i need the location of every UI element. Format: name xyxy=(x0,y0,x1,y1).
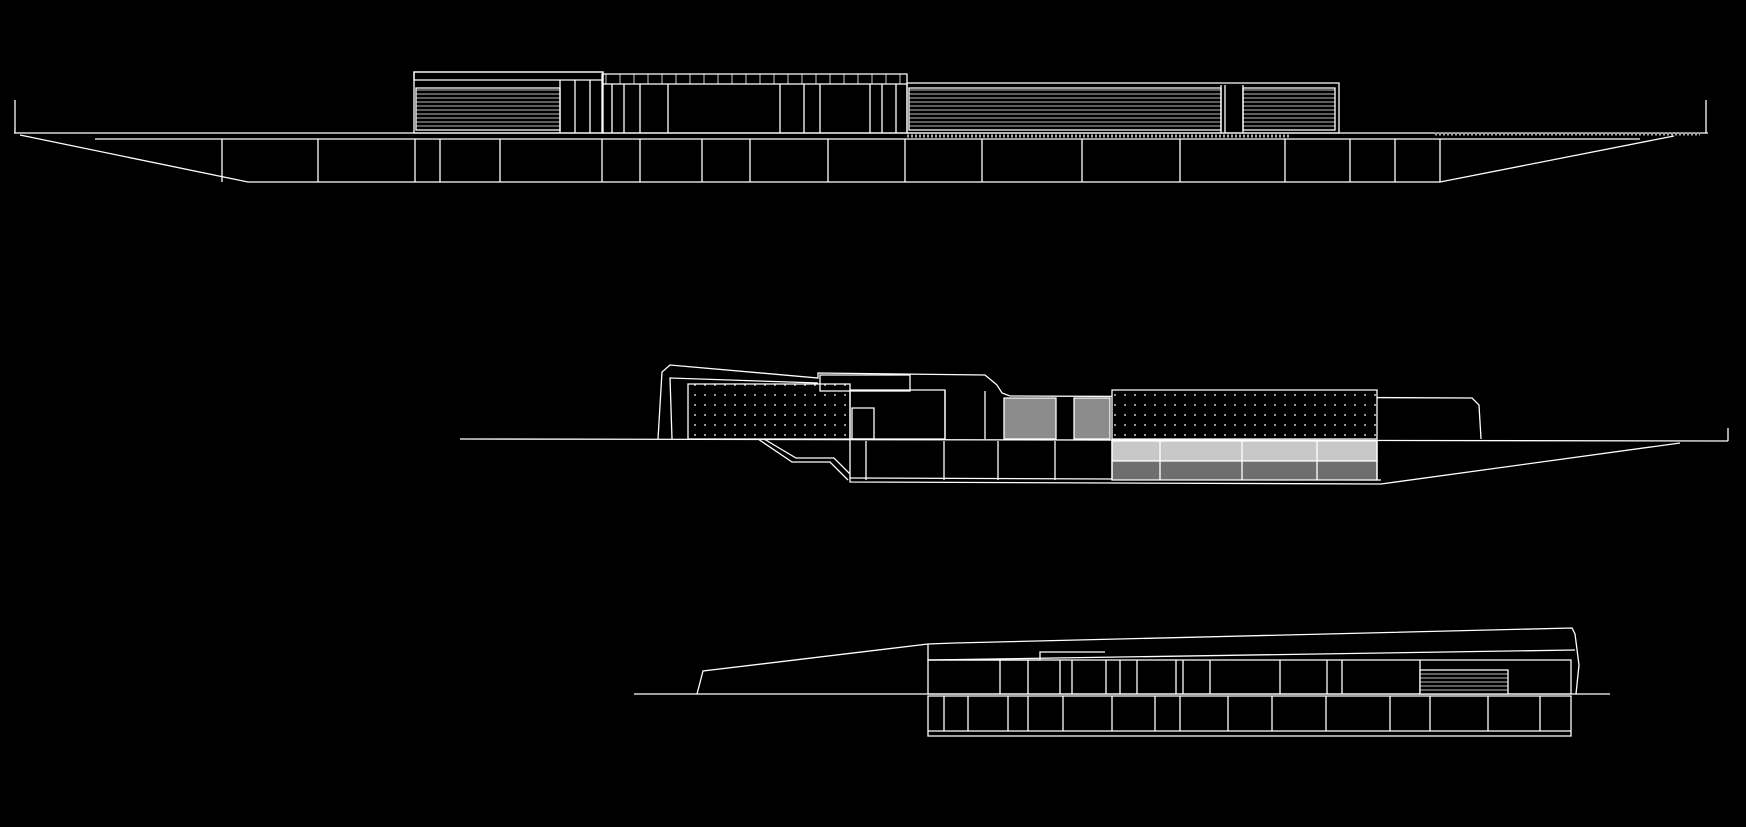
volume-right-louvers xyxy=(909,88,1221,130)
door xyxy=(852,408,874,439)
ground-line-middle xyxy=(460,439,1728,441)
stair-middle xyxy=(758,439,848,480)
panel-dotted-left xyxy=(688,384,850,439)
volume-left-cornice xyxy=(414,72,603,80)
roof-outline-middle xyxy=(658,365,1481,439)
central-block-top xyxy=(820,375,910,391)
roof-inner-middle xyxy=(670,378,818,439)
volume-left-louvers xyxy=(416,88,560,130)
basement-outline-top xyxy=(20,135,1674,182)
right-volume-fins xyxy=(560,80,1243,133)
grey-panel-1 xyxy=(1004,398,1056,439)
volume-right-louvers-end xyxy=(1243,88,1335,130)
roof-outline-bottom xyxy=(697,628,1579,694)
basement-columns-middle xyxy=(866,441,1377,480)
basement-grey-lower xyxy=(1112,461,1377,480)
window-box xyxy=(1420,670,1508,694)
roof-edge-mid xyxy=(928,650,1575,660)
bottom-mullions xyxy=(1000,660,1420,694)
basement-columns-bottom xyxy=(944,696,1540,731)
volume-right xyxy=(907,83,1339,133)
body-bottom xyxy=(928,660,1571,694)
elevation-bottom xyxy=(634,628,1610,736)
basement-columns-top xyxy=(222,139,1440,182)
elevation-middle xyxy=(460,365,1728,484)
basement-outline-middle xyxy=(850,439,1680,484)
panel-dotted-right xyxy=(1112,390,1377,439)
center-mullions xyxy=(606,74,900,133)
basement-grey-upper xyxy=(1112,441,1377,461)
grey-panel-2 xyxy=(1074,398,1110,439)
basement-bottom xyxy=(928,696,1571,736)
stair-middle-2 xyxy=(764,439,850,474)
elevation-top xyxy=(14,72,1708,182)
